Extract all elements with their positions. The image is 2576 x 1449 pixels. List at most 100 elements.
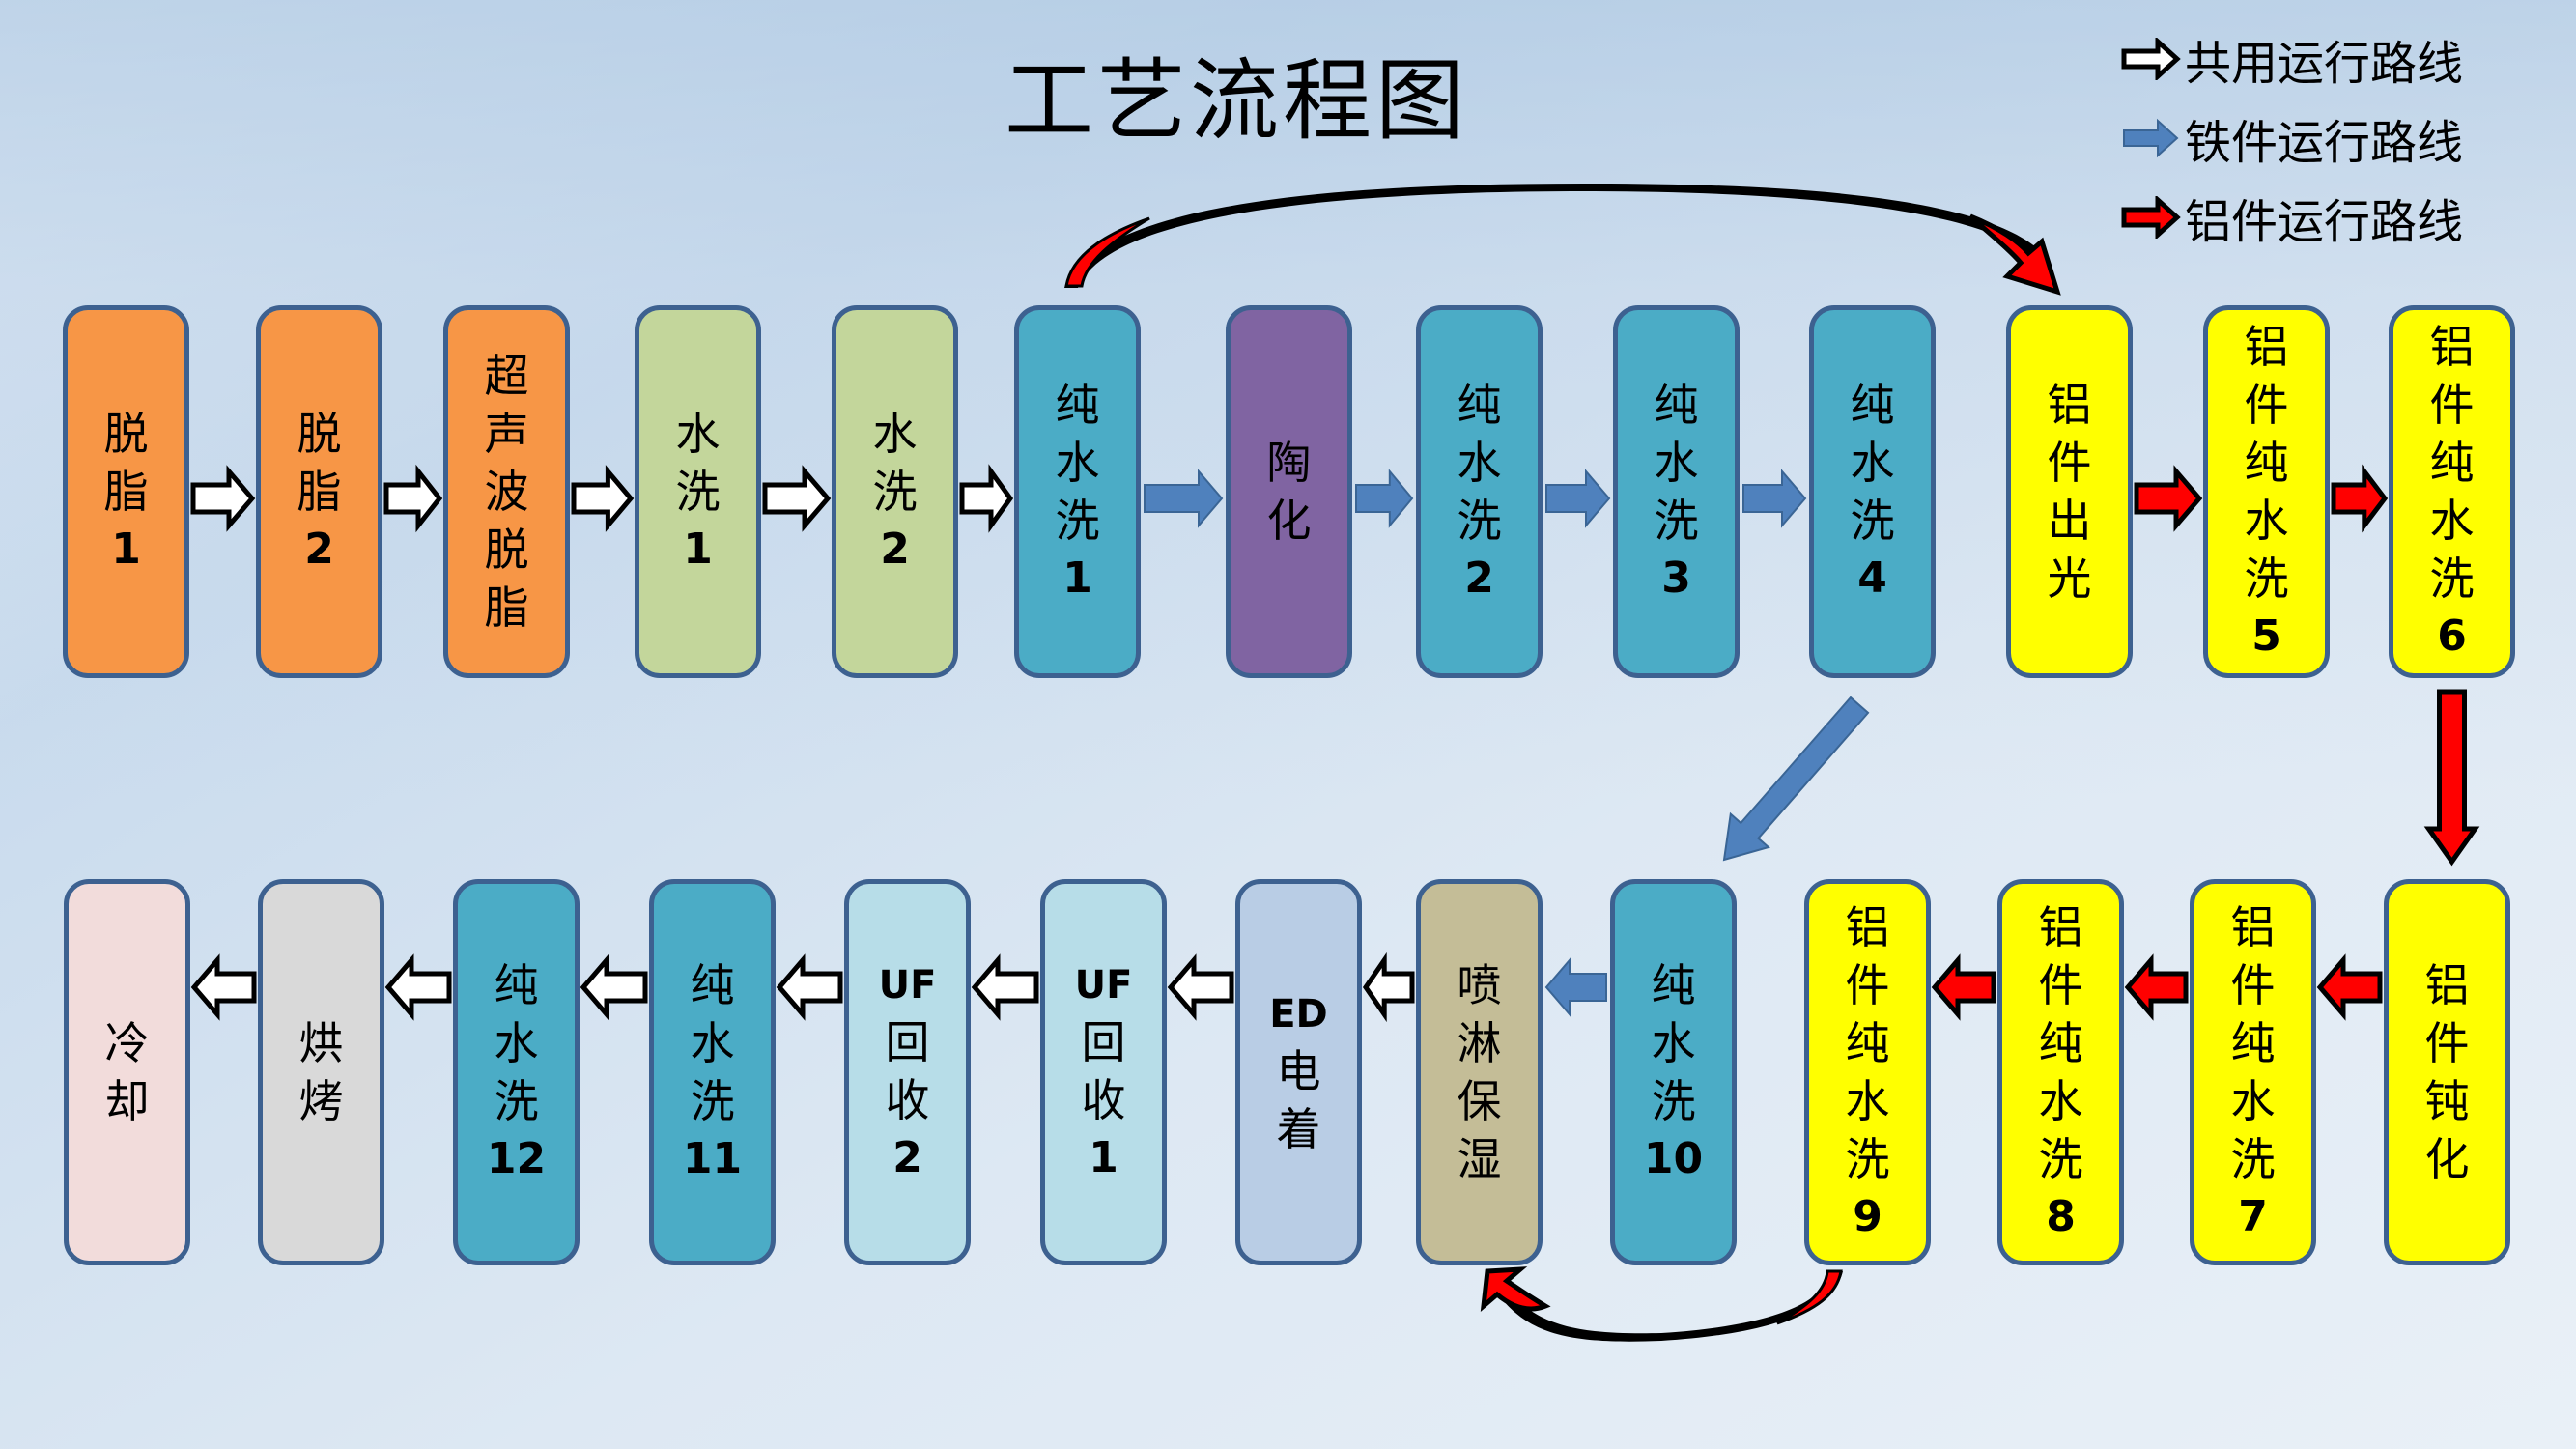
step-number: 2 [1464,554,1494,603]
step-char: 洗 [494,1075,539,1127]
step-char: 洗 [1457,495,1502,547]
step-number: 6 [2437,611,2467,661]
arrow-shared-s5-to-s6 [959,464,1014,533]
step-char: 出 [2047,495,2092,547]
step-char: 纯 [2244,437,2289,489]
process-step-s7[interactable]: 陶化 [1226,305,1352,678]
red-arrow-icon [2121,196,2181,239]
step-label: 冷却 [105,1014,150,1130]
step-char: 保 [1457,1075,1502,1127]
arrow-shared-b7-to-b6 [1167,953,1234,1021]
step-number: 1 [1062,554,1092,603]
blue-arrow-icon [2123,118,2179,158]
step-char: 烘 [298,1017,344,1069]
step-char: 化 [2424,1133,2470,1185]
step-char: 纯 [1654,379,1699,431]
process-step-s3[interactable]: 超声波脱脂 [443,305,570,678]
step-char: 水 [1845,1075,1890,1127]
step-char: 铝 [1845,901,1890,953]
process-step-b2[interactable]: 烘烤 [258,879,384,1265]
step-char: 铝 [2047,379,2092,431]
step-number: 12 [486,1134,547,1183]
step-char: 纯 [1845,1017,1890,1069]
step-char: 件 [2038,959,2083,1011]
arrow-iron-s8-to-s9 [1545,469,1611,528]
step-char: 件 [1845,959,1890,1011]
arrow-shared-s3-to-s4 [571,465,635,532]
step-number: 1 [683,525,713,574]
step-char: 水 [675,408,721,460]
arrow-iron-b9-to-b8 [1544,957,1607,1017]
step-char: 洗 [2230,1133,2276,1185]
legend-item-iron: 铁件运行路线 [2121,99,2463,178]
arrow-shared-b5-to-b4 [776,953,843,1021]
step-char: 洗 [1651,1075,1696,1127]
arrow-shared-b8-to-b7 [1362,952,1415,1023]
step-char: 陶 [1266,437,1312,489]
process-step-b7[interactable]: ED 电着 [1235,879,1362,1265]
step-char: 脂 [103,466,149,518]
arrow-aluminum-s12-to-s13 [2331,464,2389,533]
step-char: 却 [104,1075,150,1127]
step-char: 收 [885,1074,930,1126]
step-char: 冷 [104,1017,150,1069]
step-char: 铝 [2244,321,2289,373]
arrow-iron-s10-to-b9 [1722,696,1870,862]
step-char: 件 [2047,437,2092,489]
step-char: 收 [1081,1074,1126,1126]
step-char: 脱 [484,524,529,576]
step-char: 铝 [2230,901,2276,953]
step-number: 4 [1857,554,1887,603]
step-char: 洗 [2244,553,2289,605]
step-char: 洗 [1845,1133,1890,1185]
step-char: 铝 [2038,901,2083,953]
step-char: 水 [1055,437,1100,489]
process-step-b13[interactable]: 铝件钝化 [2384,879,2510,1265]
step-char: 着 [1276,1103,1321,1155]
process-step-b1[interactable]: 冷却 [64,879,190,1265]
step-char: 脱 [297,408,342,460]
step-char: 电 [1276,1045,1321,1097]
legend-label: 铝件运行路线 [2185,195,2464,249]
process-step-s11[interactable]: 铝件出光 [2006,305,2133,678]
step-char: 纯 [1055,379,1100,431]
step-char: 纯 [1651,959,1696,1011]
process-step-b8[interactable]: 喷淋保湿 [1416,879,1543,1265]
step-prefix: ED [1269,992,1328,1037]
step-number: 8 [2046,1192,2076,1241]
legend-label: 共用运行路线 [2185,37,2464,91]
step-char: 化 [1266,495,1312,547]
arrow-aluminum-b12-to-b11 [2124,953,2189,1021]
step-char: 纯 [2038,1017,2083,1069]
arrow-aluminum-b10-to-b8 [1480,1266,1843,1342]
step-label: 陶化 [1267,434,1312,550]
step-char: 钝 [2424,1075,2470,1127]
step-char: 喷 [1457,959,1502,1011]
step-char: 波 [484,466,529,518]
